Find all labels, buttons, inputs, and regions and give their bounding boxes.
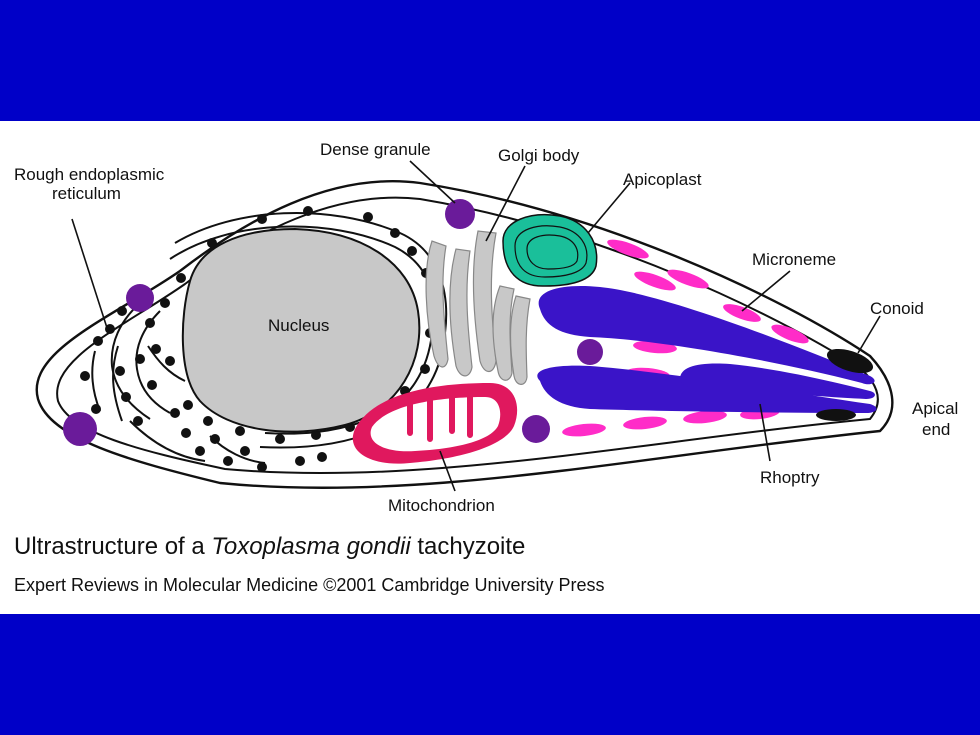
- golgi-body: [425, 230, 531, 385]
- label-apical-line1: Apical: [912, 399, 958, 418]
- figure-caption: Ultrastructure of a Toxoplasma gondii ta…: [14, 533, 525, 561]
- caption-species: Toxoplasma gondii: [211, 533, 411, 560]
- tachyzoite-diagram: Rough endoplasmic reticulum Dense granul…: [14, 140, 958, 515]
- cell-outer-membrane: [35, 180, 894, 489]
- nucleus: [181, 227, 421, 433]
- rhoptries: [537, 285, 877, 413]
- label-nucleus: Nucleus: [268, 316, 329, 335]
- mitochondrion: [352, 383, 518, 464]
- figure-credit: Expert Reviews in Molecular Medicine ©20…: [14, 575, 605, 595]
- label-apical-line2: end: [922, 420, 950, 439]
- label-dense-granule: Dense granule: [320, 140, 431, 159]
- label-microneme: Microneme: [752, 250, 836, 269]
- label-mitochondrion: Mitochondrion: [388, 496, 495, 515]
- caption-suffix: tachyzoite: [410, 533, 526, 560]
- leader-lines: [71, 160, 881, 492]
- label-rhoptry: Rhoptry: [760, 468, 820, 487]
- cell-inner-membrane: [56, 196, 879, 475]
- label-rer-line2: reticulum: [52, 184, 121, 203]
- label-golgi-body: Golgi body: [498, 146, 580, 165]
- caption-prefix: Ultrastructure of a: [14, 533, 212, 560]
- apicoplast: [502, 214, 598, 287]
- label-conoid: Conoid: [870, 299, 924, 318]
- figure-panel: Rough endoplasmic reticulum Dense granul…: [0, 121, 980, 614]
- label-apicoplast: Apicoplast: [623, 170, 702, 189]
- conoid: [816, 348, 874, 421]
- label-rer-line1: Rough endoplasmic: [14, 165, 165, 184]
- dense-granules: [63, 199, 603, 446]
